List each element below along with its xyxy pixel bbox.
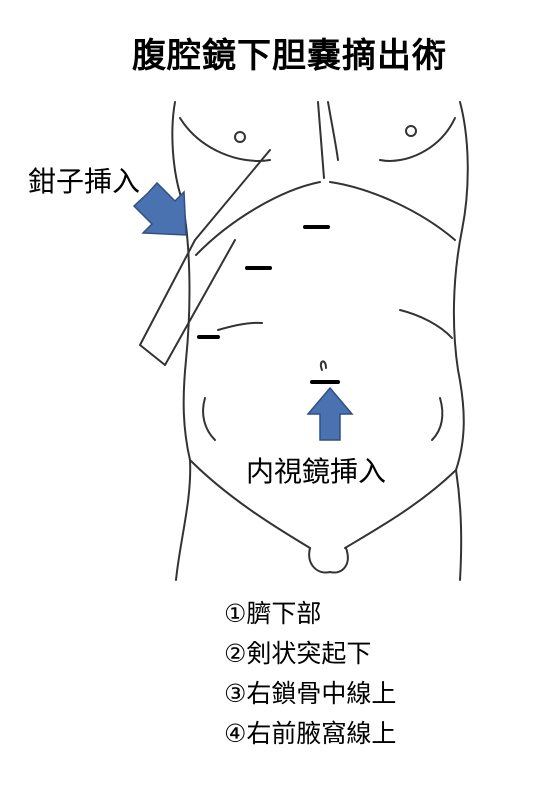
legend-item: ①臍下部: [224, 599, 322, 628]
groin-left: [189, 459, 311, 549]
forceps-insertion-label: 鉗子挿入: [28, 165, 141, 198]
endoscope-insertion-label: 内視鏡挿入: [246, 455, 387, 488]
abdomen-line-1: [217, 321, 263, 331]
chest-right-line: [379, 117, 456, 162]
torso-right-outline: [452, 101, 469, 581]
arrow-down-right-icon: [132, 181, 187, 236]
groin-right: [344, 469, 457, 549]
legend-item: ②剣状突起下: [224, 639, 372, 668]
forceps-guide: [139, 149, 271, 366]
legend-item: ③右鎖骨中線上: [224, 679, 397, 708]
right-nipple: [405, 125, 417, 137]
arrow-up-icon: [306, 386, 354, 441]
left-nipple: [234, 131, 246, 143]
groin-contour: [308, 547, 349, 574]
right-hip-curve: [431, 397, 444, 441]
abdomen-line-2: [399, 309, 453, 339]
sternum-line-2: [327, 101, 339, 161]
rib-arch-left: [195, 181, 321, 256]
port-legend: ①臍下部 ②剣状突起下 ③右鎖骨中線上 ④右前腋窩線上: [224, 594, 396, 754]
torso-left-outline: [171, 101, 192, 581]
legend-item: ④右前腋窩線上: [224, 719, 397, 748]
diagram-title: 腹腔鏡下胆嚢摘出術: [132, 36, 447, 76]
left-hip-curve: [202, 397, 216, 441]
navel: [319, 360, 327, 371]
chest-left-line: [179, 117, 271, 162]
sternum-line: [317, 101, 325, 179]
rib-arch-right: [329, 181, 456, 241]
